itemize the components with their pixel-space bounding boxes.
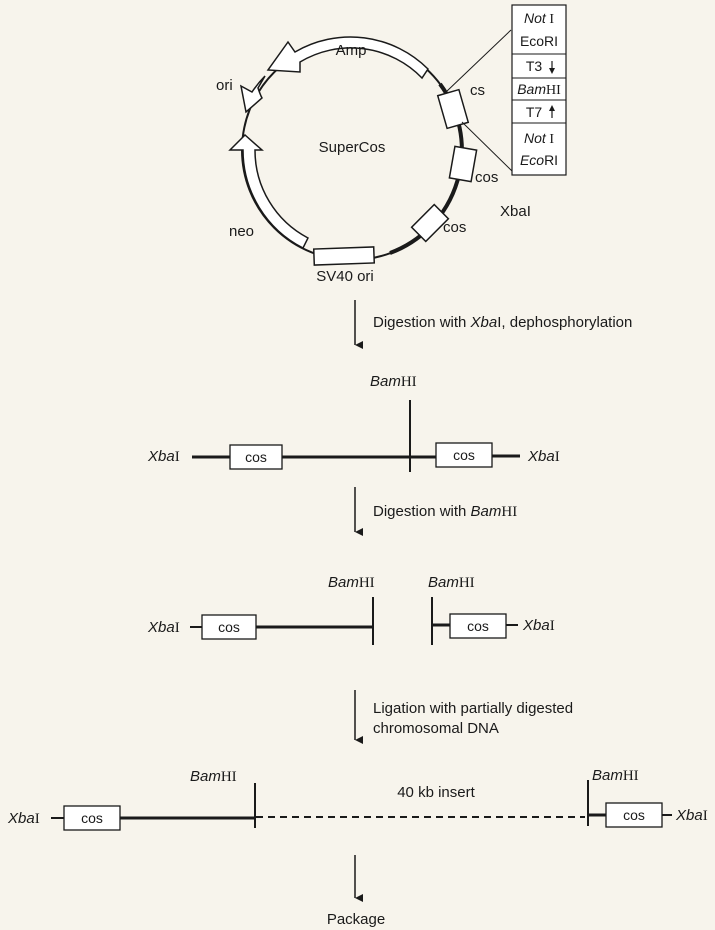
plasmid-name: SuperCos xyxy=(319,139,386,156)
mcs-leader-bottom xyxy=(461,121,514,173)
cos-label-right-arm: cos xyxy=(467,618,489,634)
cos-label-product-right: cos xyxy=(623,807,645,823)
cos-label-frag1-right: cos xyxy=(453,447,475,463)
cos-box-lower xyxy=(410,203,450,243)
step1-text: Digestion with XbaI, dephosphorylation xyxy=(373,314,632,331)
mcs-leader-top xyxy=(445,29,512,93)
mcs-row-bamhi: BamHI xyxy=(517,81,561,98)
cos-label-left-arm: cos xyxy=(218,619,240,635)
amp-label: Amp xyxy=(336,42,367,59)
step3-text-line1: Ligation with partially digested xyxy=(373,700,573,717)
cos-box-product-right xyxy=(605,802,663,828)
mcs-row-ecori-2: EcoRI xyxy=(520,152,558,168)
xbai-left-label-2: XbaI xyxy=(147,619,180,636)
cos-label-upper: cos xyxy=(475,169,498,186)
step3-text-line2: chromosomal DNA xyxy=(373,720,499,737)
mcs-row-noti-1: Not I xyxy=(524,10,554,27)
xbai-left-label-3: XbaI xyxy=(7,810,40,827)
xbai-right-label-3: XbaI xyxy=(675,807,708,824)
supercos-plasmid-map: SuperCos Amp ori cs cos XbaI cos neo SV4… xyxy=(216,29,531,285)
cos-label-product-left: cos xyxy=(81,810,103,826)
bamhi-label-product-left: BamHI xyxy=(190,768,237,785)
xbai-left-label-1: XbaI xyxy=(147,448,180,465)
bamhi-label-left-arm: BamHI xyxy=(328,574,375,591)
cos-box-upper xyxy=(448,145,478,183)
ori-label: ori xyxy=(216,77,233,94)
cos-box-frag1-right xyxy=(435,442,493,468)
amp-gene-arrow xyxy=(266,36,429,80)
multiple-cloning-site-table: Not I EcoRI T3 BamHI T7 Not I EcoRI xyxy=(511,4,567,176)
neo-label: neo xyxy=(229,223,254,240)
mcs-row-t7: T7 xyxy=(526,104,543,120)
cos-box-left-arm xyxy=(201,614,257,640)
vector-arms: XbaI cos BamHI BamHI cos XbaI xyxy=(147,574,555,645)
neo-gene-arrow xyxy=(228,133,309,250)
sv40-ori-box xyxy=(312,246,376,266)
ligated-cosmid-product: XbaI cos BamHI 40 kb insert BamHI cos Xb… xyxy=(7,767,708,831)
bamhi-label-frag1: BamHI xyxy=(370,373,417,390)
sv40-ori-label: SV40 ori xyxy=(316,268,374,285)
bamhi-label-product-right: BamHI xyxy=(592,767,639,784)
xbai-right-label-2: XbaI xyxy=(522,617,555,634)
package-label: Package xyxy=(327,911,385,928)
cs-box xyxy=(436,88,470,130)
xbai-plasmid-label: XbaI xyxy=(500,203,531,220)
insert-size-label: 40 kb insert xyxy=(397,784,475,801)
cos-label-lower: cos xyxy=(443,219,466,236)
ori-arrow xyxy=(239,75,266,114)
mcs-row-noti-2: Not I xyxy=(524,130,554,147)
xbai-right-label-1: XbaI xyxy=(527,448,560,465)
step2-text: Digestion with BamHI xyxy=(373,503,517,520)
cs-label: cs xyxy=(470,82,485,99)
cos-box-frag1-left xyxy=(229,444,283,470)
mcs-row-ecori-1: EcoRI xyxy=(520,33,558,49)
bamhi-label-right-arm: BamHI xyxy=(428,574,475,591)
cos-label-frag1-left: cos xyxy=(245,449,267,465)
linearized-vector: XbaI cos BamHI cos XbaI xyxy=(147,373,560,472)
mcs-row-t3: T3 xyxy=(526,58,543,74)
cos-box-product-left xyxy=(63,805,121,831)
